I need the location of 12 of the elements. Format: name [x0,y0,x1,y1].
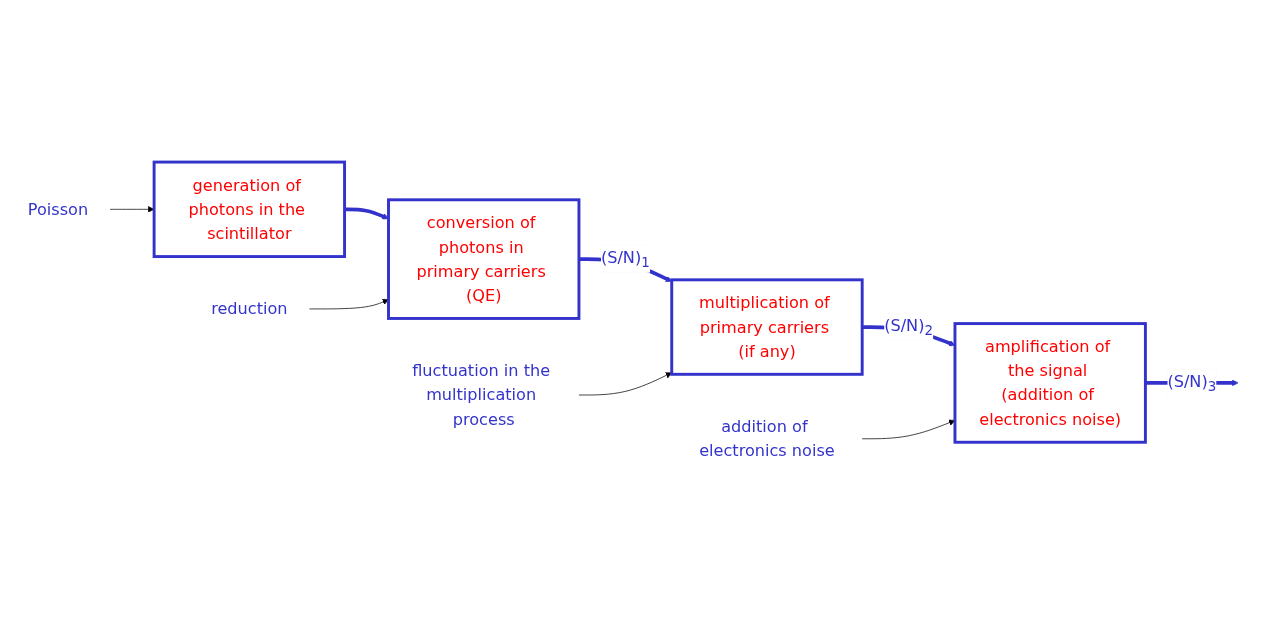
node-text: Poisson [27,200,89,219]
node-text: reduction [211,299,288,319]
node-box: multiplication of primary carriers (if any) [670,278,864,376]
node-text: fluctuation in the multiplication process [412,361,551,429]
node-text: addition of electronics noise [699,417,835,461]
edge-label: (S/N)$_{3}$ [1167,372,1217,394]
edge-label: (S/N)$_{1}$ [600,248,650,271]
node-box: amplification of the signal (addition of electronics noise) [953,322,1147,444]
node-box: conversion of photons in primary carriers (QE) [387,198,581,320]
node-box: generation of photons in the scintillator [152,160,346,259]
edge-label: (S/N)$_{2}$ [884,316,933,339]
arrow [344,207,389,220]
